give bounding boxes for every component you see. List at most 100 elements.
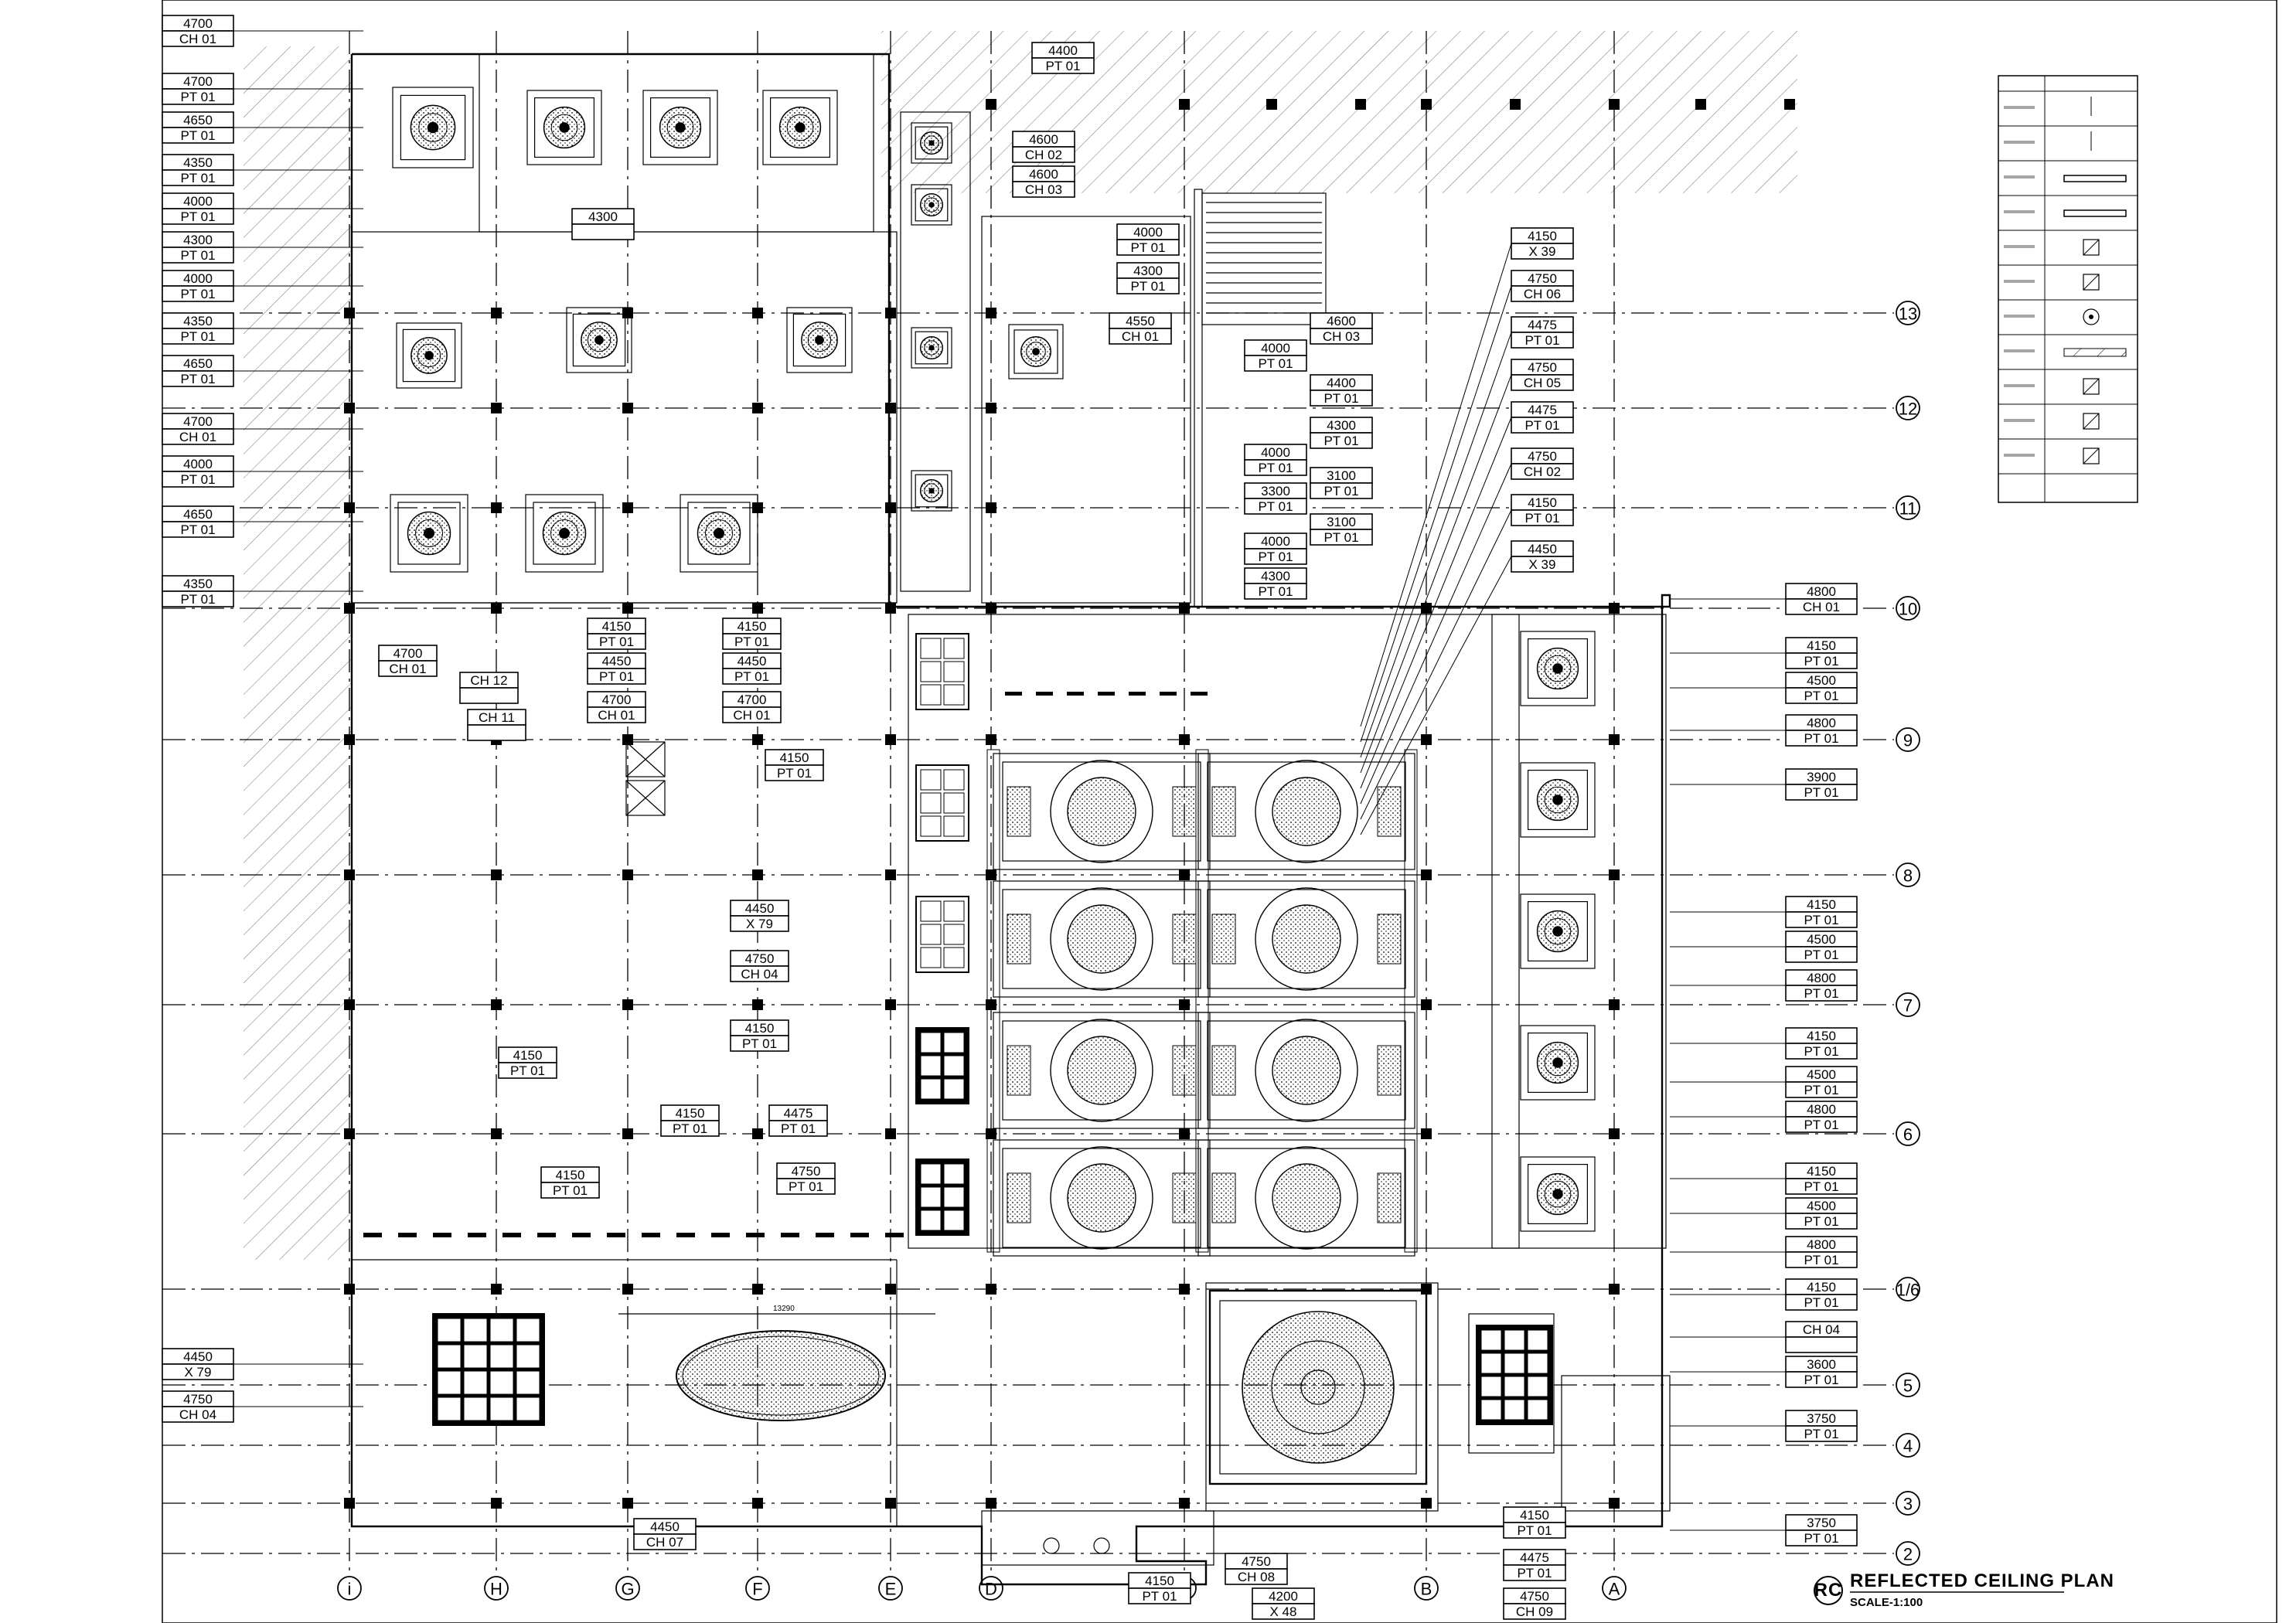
tag-value: 4150 (1807, 1029, 1836, 1043)
grid-bubble-col (337, 1576, 362, 1601)
small-coffer-grids (432, 633, 1553, 1426)
grid-label-col: i (348, 1580, 352, 1599)
sheet-border (162, 0, 2277, 1623)
tag-value: 4150 (1145, 1574, 1174, 1588)
tag-value: 4300 (588, 209, 618, 224)
tag-code: CH 01 (179, 32, 216, 46)
tag-code: PT 01 (180, 472, 215, 487)
leader-line (1360, 509, 1512, 820)
ceiling-height-tag: 4300 (571, 208, 635, 240)
tag-value: 4475 (1520, 1550, 1549, 1565)
tag-code: PT 01 (1804, 1214, 1838, 1229)
grid-label-col: A (1609, 1580, 1620, 1599)
tag-code: PT 01 (1804, 654, 1838, 669)
grid-label-col: E (885, 1580, 897, 1599)
coffer-grid-dark (915, 1027, 969, 1104)
tag-code: PT 01 (1804, 1373, 1838, 1387)
dimension-label: 13290 (773, 1305, 795, 1313)
grid-label-row: 1/6 (1896, 1281, 1920, 1300)
tag-code: PT 01 (1323, 530, 1358, 545)
grid-label-col: B (1421, 1580, 1432, 1599)
tag-code: PT 01 (1323, 484, 1358, 498)
ceiling-rosette-small (911, 184, 952, 226)
column (885, 308, 896, 318)
legend-label-mark (2004, 280, 2035, 283)
column (1609, 99, 1620, 110)
ceiling-rosette (526, 90, 602, 165)
grid-label-row: 7 (1903, 996, 1913, 1016)
dash-mark (1098, 692, 1115, 696)
tag-code: PT 01 (1258, 584, 1293, 599)
tag-code: X 39 (1529, 244, 1556, 259)
column (885, 734, 896, 745)
column (344, 734, 355, 745)
tag-value: 4650 (183, 113, 213, 128)
column (885, 999, 896, 1010)
column (1179, 603, 1190, 614)
oval-skylight (676, 1330, 886, 1421)
structural-columns (344, 99, 1795, 1509)
column (622, 502, 633, 513)
tag-code: CH 01 (598, 708, 635, 723)
tag-code: PT 01 (1323, 434, 1358, 448)
coffer-grid (915, 896, 969, 973)
tag-value: 3100 (1327, 468, 1356, 483)
tag-code: CH 03 (1025, 182, 1062, 197)
ceiling-rosette (392, 87, 474, 168)
column (1266, 99, 1277, 110)
hatch-left-exterior (244, 46, 352, 1260)
tag-value: 4150 (1807, 1164, 1836, 1179)
coffer-grid-dark (432, 1313, 545, 1426)
tag-value: 4650 (183, 507, 213, 522)
column (1784, 99, 1795, 110)
grid-bubble-col (979, 1576, 1003, 1601)
dash-mark (816, 1233, 834, 1237)
title-block: RC REFLECTED CEILING PLAN SCALE-1:100 (1814, 1570, 2114, 1609)
column (752, 1284, 763, 1295)
tag-code: PT 01 (180, 592, 215, 607)
column (752, 403, 763, 413)
tag-code: PT 01 (599, 635, 634, 649)
column (344, 603, 355, 614)
dash-mark (1067, 692, 1084, 696)
tag-code: PT 01 (1142, 1589, 1177, 1604)
column (491, 308, 502, 318)
tag-value: 4150 (1528, 495, 1557, 510)
tag-code: PT 01 (1804, 731, 1838, 746)
leader-line (1360, 243, 1512, 727)
tag-value: 4475 (1528, 318, 1557, 332)
tag-value: 4150 (1528, 229, 1557, 243)
column (1179, 1128, 1190, 1139)
tag-code: PT 01 (553, 1183, 588, 1198)
column (1695, 99, 1706, 110)
column (885, 869, 896, 880)
column (1179, 99, 1190, 110)
column (344, 869, 355, 880)
grid-bubble-col (615, 1576, 640, 1601)
tag-code: PT 01 (180, 128, 215, 143)
legend-label-mark (2004, 210, 2035, 213)
ceiling-rosette-small (911, 122, 952, 164)
ceiling-rosette (680, 494, 758, 573)
column (986, 99, 996, 110)
column (752, 734, 763, 745)
tag-value: 4350 (183, 155, 213, 170)
tag-value: 4300 (1261, 569, 1290, 584)
